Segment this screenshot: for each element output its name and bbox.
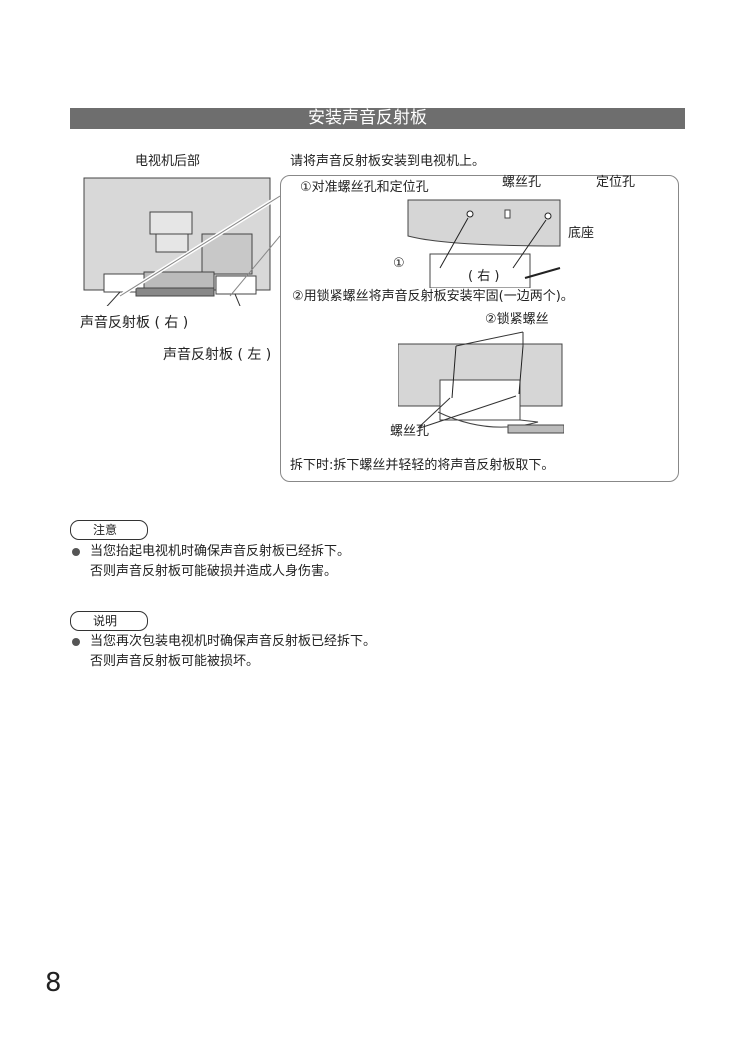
reflector-right-label: 声音反射板 ( 右 ) [80, 315, 189, 331]
bullet-icon [72, 548, 80, 556]
note-line-2: 否则声音反射板可能被损坏。 [90, 654, 260, 669]
step2-text: ②用锁紧螺丝将声音反射板安装牢固(一边两个)。 [292, 289, 574, 304]
removal-text: 拆下时:拆下螺丝并轻轻的将声音反射板取下。 [290, 458, 555, 473]
section-header: 安装声音反射板 [70, 108, 685, 129]
step1-illustration [407, 199, 561, 288]
reflector-left-label: 声音反射板 ( 左 ) [163, 347, 272, 363]
caution-line-1: 当您抬起电视机时确保声音反射板已经拆下。 [90, 544, 351, 559]
right-mark: ( 右 ) [468, 269, 500, 284]
note-line-1: 当您再次包装电视机时确保声音反射板已经拆下。 [90, 634, 377, 649]
tv-back-illustration [83, 177, 280, 306]
bullet-icon [72, 638, 80, 646]
section-title: 安装声音反射板 [308, 108, 427, 128]
intro-text: 请将声音反射板安装到电视机上。 [290, 154, 486, 169]
positioning-hole-label: 定位孔 [596, 175, 636, 190]
screw-hole-label-2: 螺丝孔 [390, 424, 430, 439]
instruction-box [280, 175, 679, 482]
caution-line-2: 否则声音反射板可能破损并造成人身伤害。 [90, 564, 338, 579]
page-number: 8 [45, 968, 62, 998]
tv-back-label: 电视机后部 [135, 154, 201, 169]
base-label: 底座 [568, 226, 595, 241]
caution-badge: 注意 [70, 520, 148, 540]
step2-illustration [398, 331, 564, 434]
lock-screw-label: ②锁紧螺丝 [485, 312, 549, 327]
screw-hole-label: 螺丝孔 [502, 175, 542, 190]
note-badge: 说明 [70, 611, 148, 631]
step1-text: ①对准螺丝孔和定位孔 [300, 180, 429, 195]
step1-marker: ① [393, 256, 405, 271]
